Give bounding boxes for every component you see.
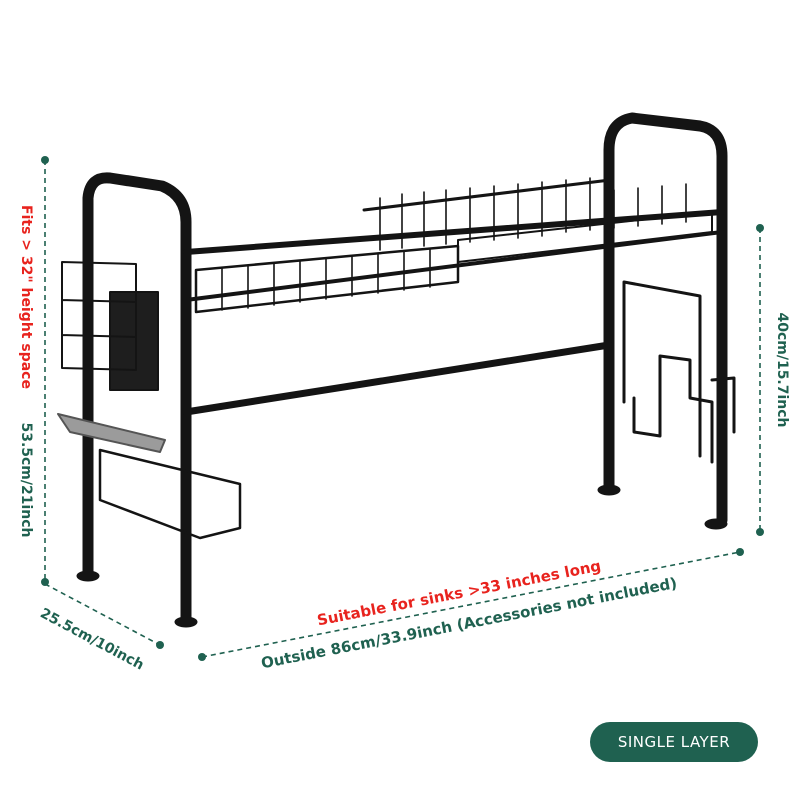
left-front-leg bbox=[82, 172, 192, 626]
rack-height-label: 40cm/15.7inch bbox=[774, 312, 790, 427]
depth-dimension-line bbox=[44, 583, 161, 646]
dimension-lines bbox=[44, 160, 761, 658]
single-layer-badge: SINGLE LAYER bbox=[590, 722, 758, 762]
width-dimension-line bbox=[201, 551, 741, 658]
right-back-leg bbox=[603, 112, 728, 526]
single-layer-badge-label: SINGLE LAYER bbox=[617, 733, 731, 751]
dish-rack-illustration bbox=[57, 112, 736, 628]
total-height-label: 53.5cm/21inch bbox=[18, 422, 34, 537]
height-space-label: Fits > 32" height space bbox=[18, 205, 34, 389]
depth-label: 25.5cm/10inch bbox=[37, 605, 146, 673]
dimension-end-dots bbox=[41, 156, 764, 661]
